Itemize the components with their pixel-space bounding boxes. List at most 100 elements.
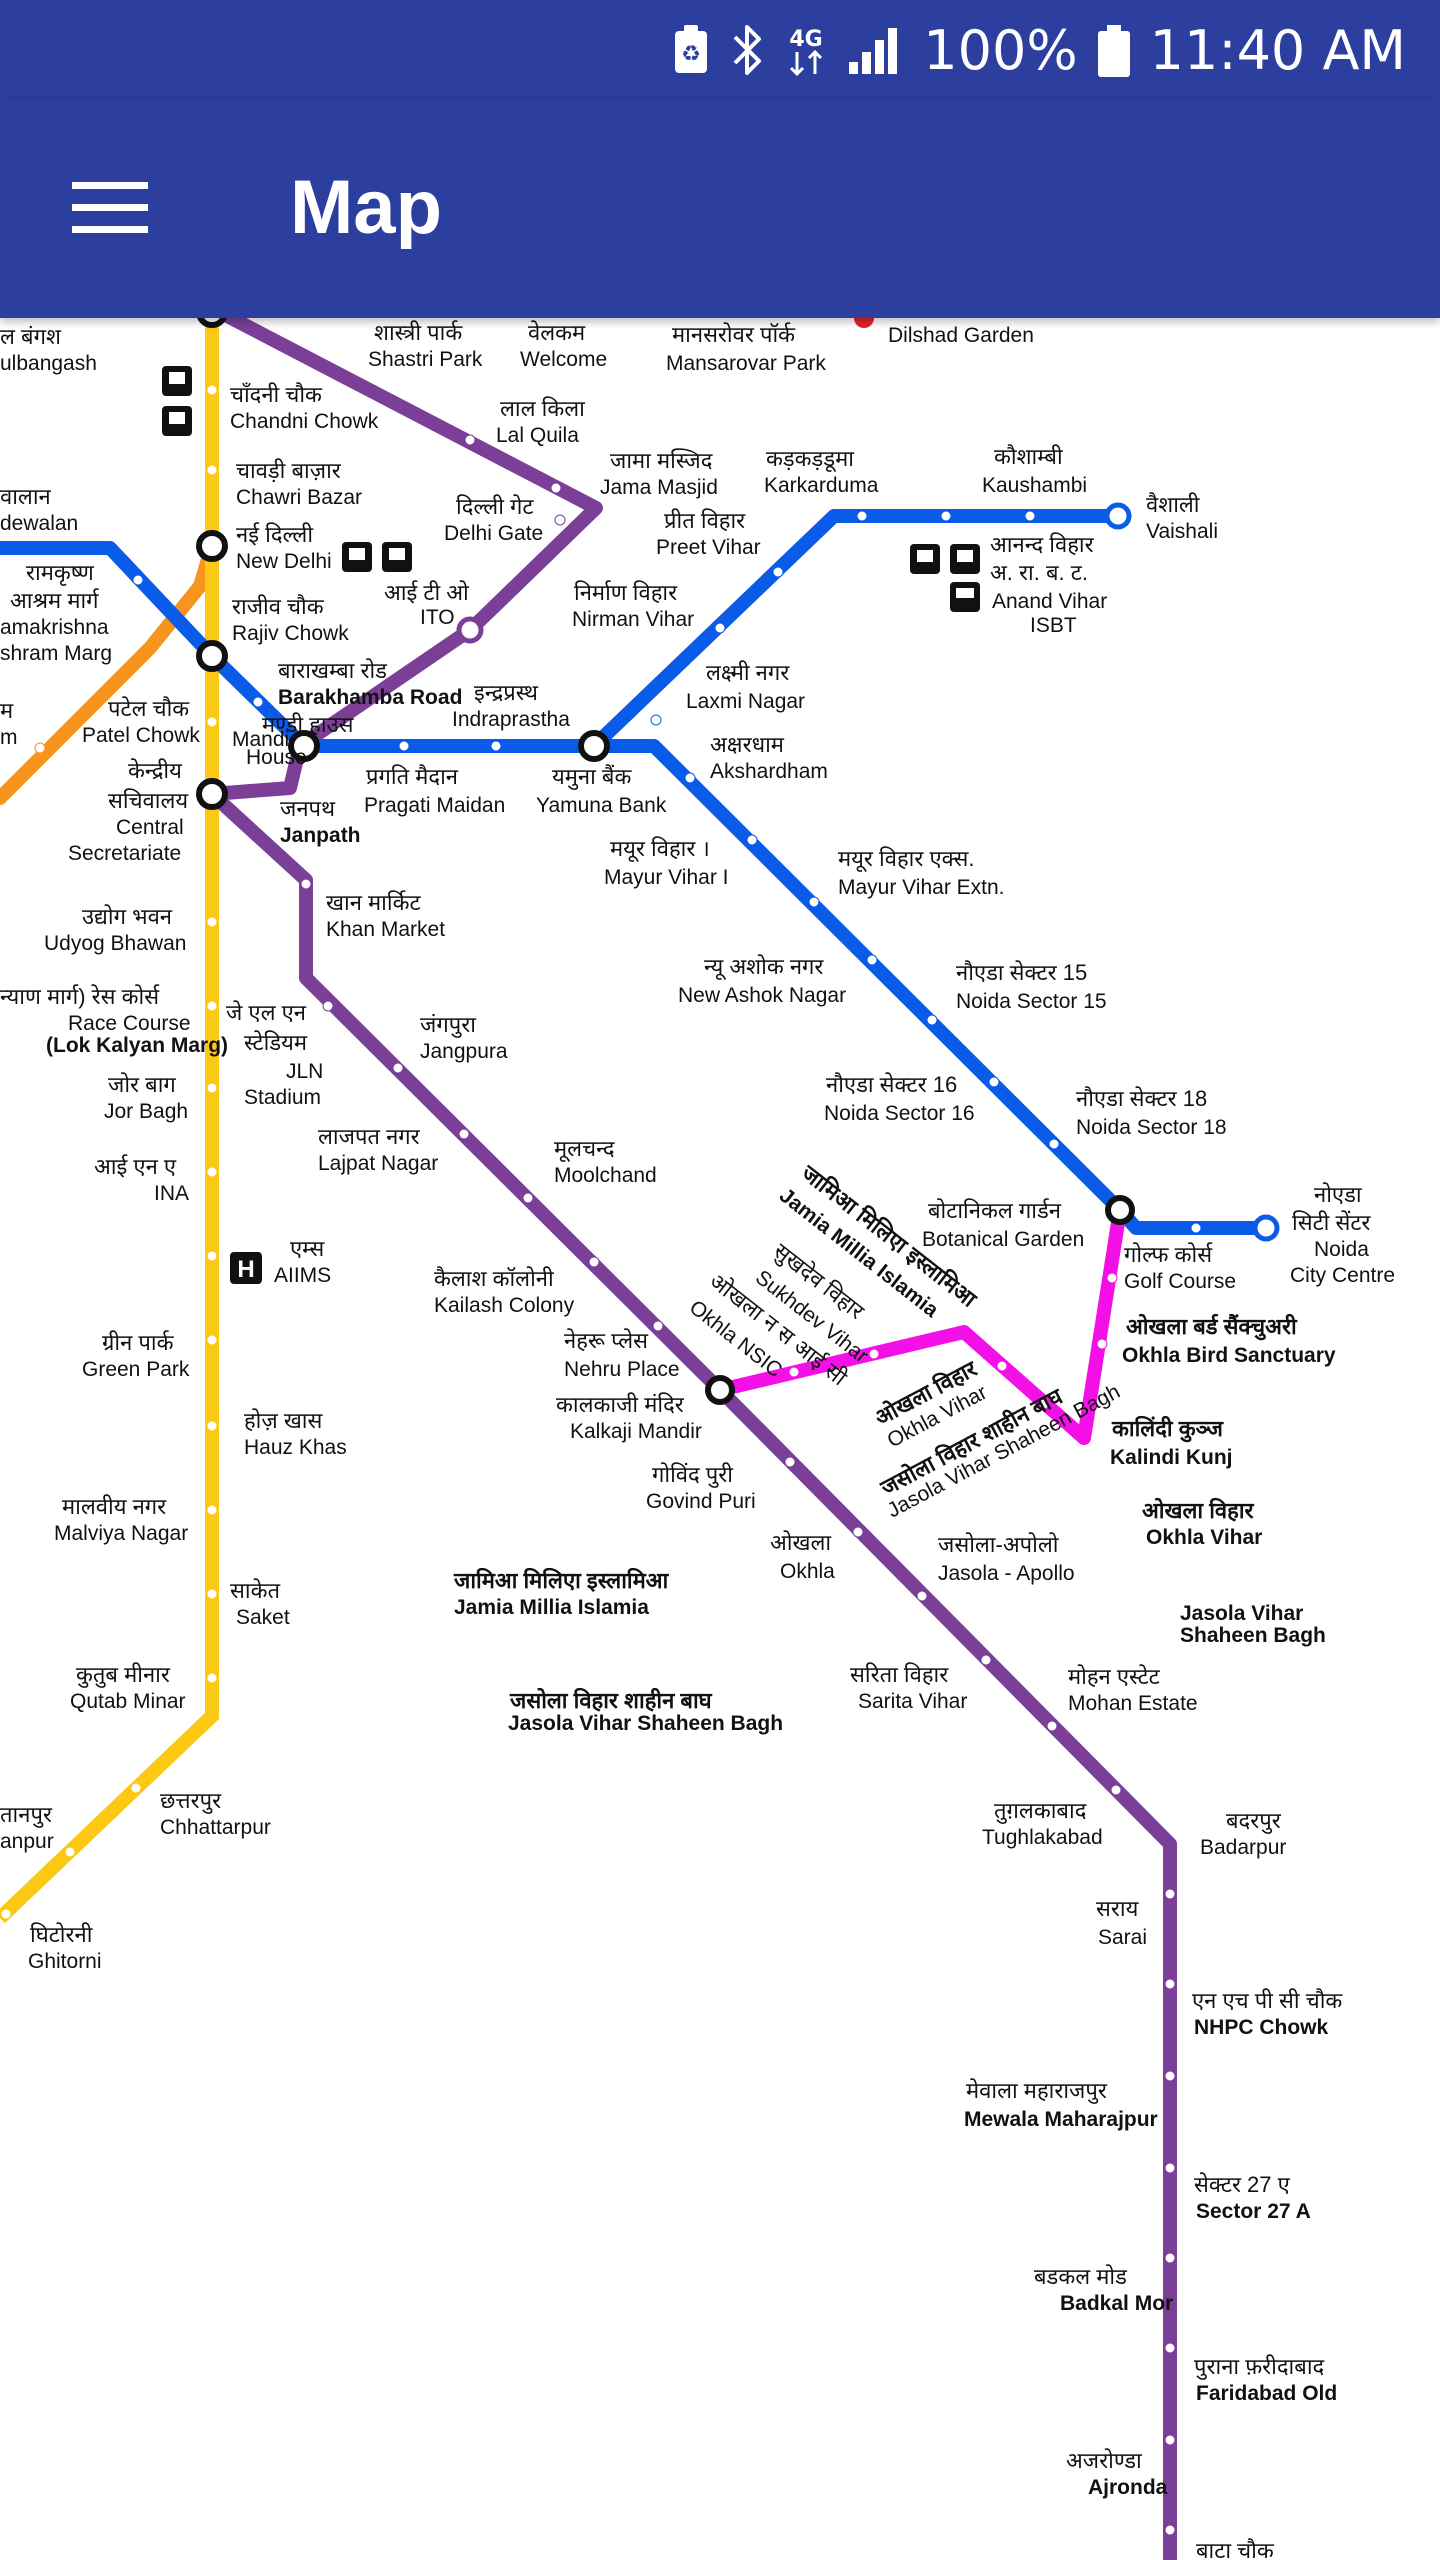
station-dot[interactable] — [206, 464, 218, 476]
station-dot[interactable] — [206, 916, 218, 928]
station-dot[interactable] — [206, 1000, 218, 1012]
station-dot[interactable] — [684, 772, 696, 784]
battery-saver-icon: ♻ — [671, 25, 711, 75]
station-dot[interactable] — [132, 574, 144, 586]
station-dot[interactable] — [1164, 1888, 1176, 1900]
station-label: Noida Sector 15 — [956, 990, 1107, 1013]
station-label: Govind Puri — [646, 1490, 756, 1513]
station-dot[interactable] — [1164, 2342, 1176, 2354]
station-dot[interactable] — [772, 566, 784, 578]
interchange-kalkaji-mandir[interactable] — [705, 1375, 735, 1405]
station-dot[interactable] — [988, 1076, 1000, 1088]
station-dot[interactable] — [588, 1256, 600, 1268]
station-label: छत्तरपुर — [160, 1788, 222, 1814]
station-label: जे एल एन — [226, 1000, 307, 1025]
station-dot[interactable] — [1164, 1978, 1176, 1990]
station-dot[interactable] — [1164, 2434, 1176, 2446]
station-dot[interactable] — [1038, 1398, 1050, 1410]
station-label: मयूर विहार एक्स. — [838, 846, 974, 873]
station-dot[interactable] — [808, 896, 820, 908]
station-dot[interactable] — [206, 1166, 218, 1178]
station-dot[interactable] — [0, 1908, 12, 1920]
station-dot[interactable] — [714, 622, 726, 634]
station-dot[interactable] — [490, 740, 502, 752]
station-label: वैशाली — [1146, 492, 1200, 517]
station-dot[interactable] — [1164, 2070, 1176, 2082]
station-dot[interactable] — [130, 1782, 142, 1794]
station-label: Jamia Millia Islamia — [454, 1596, 649, 1619]
station-dot[interactable] — [916, 1590, 928, 1602]
station-dot[interactable] — [746, 834, 758, 846]
station-dot[interactable] — [458, 1128, 470, 1140]
station-dot[interactable] — [650, 714, 662, 726]
station-label: ग्रीन पार्क — [102, 1330, 175, 1355]
station-label: Mandi — [232, 728, 289, 751]
station-dot[interactable] — [1106, 1272, 1118, 1284]
station-dot[interactable] — [206, 1250, 218, 1262]
station-dot[interactable] — [206, 1082, 218, 1094]
interchange-rajiv-chowk[interactable] — [196, 640, 228, 672]
terminal-noida-city-centre[interactable] — [1252, 1214, 1280, 1242]
station-dot[interactable] — [252, 696, 264, 708]
station-label: Jama Masjid — [600, 476, 718, 499]
station-dot[interactable] — [64, 1846, 76, 1858]
interchange-mandi-house[interactable] — [288, 730, 320, 762]
station-dot[interactable] — [554, 514, 566, 526]
station-dot[interactable] — [996, 1360, 1008, 1372]
station-dot[interactable] — [392, 1062, 404, 1074]
station-dot[interactable] — [1046, 1720, 1058, 1732]
station-dot[interactable] — [300, 878, 312, 890]
station-dot[interactable] — [852, 1526, 864, 1538]
station-dot[interactable] — [34, 742, 46, 754]
station-dot[interactable] — [856, 510, 868, 522]
station-dot[interactable] — [652, 1320, 664, 1332]
station-dot[interactable] — [866, 954, 878, 966]
menu-button[interactable] — [50, 158, 170, 258]
station-dot[interactable] — [322, 1000, 334, 1012]
station-label: ओखला विहार — [1142, 1497, 1255, 1523]
station-label: जसोला विहार शाहीन बाघ — [509, 1687, 713, 1713]
station-dot[interactable] — [1024, 510, 1036, 522]
station-dot[interactable] — [788, 1366, 800, 1378]
station-dot[interactable] — [464, 434, 476, 446]
interchange-central-secretariat[interactable] — [196, 778, 228, 810]
station-dot[interactable] — [550, 482, 562, 494]
station-dot[interactable] — [206, 384, 218, 396]
station-label: सेक्टर 27 ए — [1194, 2172, 1291, 2197]
station-dot[interactable] — [940, 510, 952, 522]
station-dot[interactable] — [784, 1456, 796, 1468]
station-dot[interactable] — [1096, 1338, 1108, 1350]
station-dot[interactable] — [1110, 1784, 1122, 1796]
interchange-yamuna-bank[interactable] — [578, 730, 610, 762]
station-dot[interactable] — [206, 1334, 218, 1346]
interchange-botanical-garden[interactable] — [1105, 1195, 1135, 1225]
station-dot[interactable] — [1164, 2524, 1176, 2536]
station-dot[interactable] — [206, 716, 218, 728]
station-dot[interactable] — [1164, 2252, 1176, 2264]
interchange-kashmere-gate[interactable] — [197, 318, 227, 328]
interchange-ito[interactable] — [456, 616, 484, 644]
terminal-vaishali[interactable] — [1104, 502, 1132, 530]
station-label: Delhi Gate — [444, 522, 543, 545]
station-label: निर्माण विहार — [574, 580, 678, 605]
station-dot[interactable] — [1190, 1222, 1202, 1234]
station-dot[interactable] — [868, 1348, 880, 1360]
station-label: Kaushambi — [982, 474, 1087, 497]
station-dot[interactable] — [206, 1588, 218, 1600]
station-dot[interactable] — [522, 1192, 534, 1204]
station-label: Nehru Place — [564, 1358, 680, 1381]
station-label: अक्षरधाम — [710, 732, 785, 757]
interchange-new-delhi[interactable] — [196, 530, 228, 562]
station-dot[interactable] — [206, 1504, 218, 1516]
station-dot[interactable] — [398, 740, 410, 752]
station-label: Sarita Vihar — [858, 1690, 967, 1713]
station-dot[interactable] — [1164, 2162, 1176, 2174]
station-dot[interactable] — [206, 1672, 218, 1684]
station-dot[interactable] — [926, 1014, 938, 1026]
station-dot[interactable] — [206, 1420, 218, 1432]
station-label: anpur — [0, 1830, 54, 1853]
station-dot[interactable] — [980, 1654, 992, 1666]
station-dot[interactable] — [1048, 1138, 1060, 1150]
